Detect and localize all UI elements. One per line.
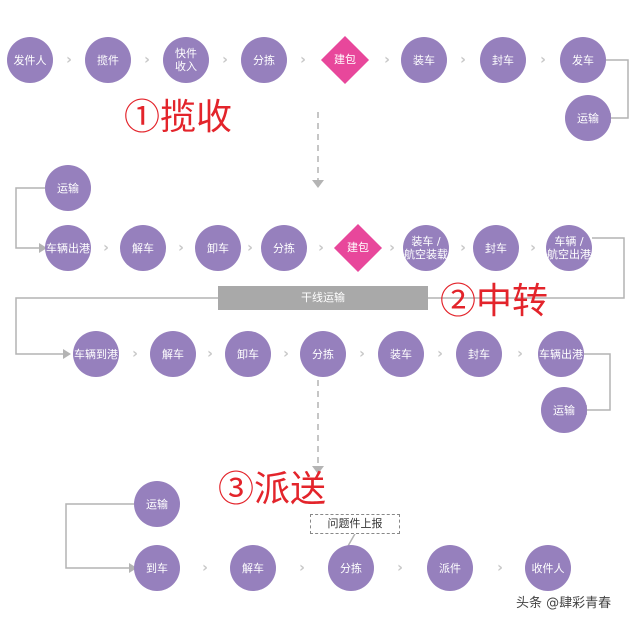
node-seal: 封车 [480,37,526,83]
chevron-right-icon: › [178,240,184,256]
node-transport-out: 运输 [541,387,587,433]
chevron-right-icon: › [283,346,289,362]
node-sort-2: 分拣 [300,331,346,377]
node-transport-collect: 运输 [565,95,611,141]
node-seal-2: 封车 [456,331,502,377]
node-transport-in: 运输 [45,165,91,211]
node-unseal-3: 解车 [230,545,276,591]
chevron-right-icon: › [202,560,208,576]
stage-title-transfer: ②中转 [440,281,549,322]
node-transport-delivery: 运输 [134,481,180,527]
node-arrive: 到车 [134,545,180,591]
node-pickup: 揽件 [85,37,131,83]
trunk-transport-bar: 干线运输 [218,286,428,310]
node-vehicle-depart-2: 车辆出港 [538,331,584,377]
node-seal-transfer: 封车 [473,225,519,271]
chevron-right-icon: › [460,52,466,68]
stage-title-collect: ①揽收 [124,97,233,138]
chevron-right-icon: › [397,560,403,576]
node-unseal: 解车 [120,225,166,271]
stage-title-delivery: ③派送 [218,469,327,510]
node-sender: 发件人 [7,37,53,83]
chevron-right-icon: › [132,346,138,362]
node-unseal-2: 解车 [150,331,196,377]
diamond-label-bagging: 建包 [334,53,356,66]
chevron-right-icon: › [318,240,324,256]
chevron-right-icon: › [247,240,253,256]
node-load: 装车 [401,37,447,83]
chevron-right-icon: › [460,240,466,256]
node-recipient: 收件人 [525,545,571,591]
chevron-right-icon: › [207,346,213,362]
issue-report-tag: 问题件上报 [310,514,400,534]
node-deliver: 派件 [427,545,473,591]
chevron-right-icon: › [384,52,390,68]
node-vehicle-depart: 车辆出港 [45,225,91,271]
chevron-right-icon: › [389,240,395,256]
chevron-right-icon: › [66,52,72,68]
node-vehicle-arrive: 车辆到港 [73,331,119,377]
chevron-right-icon: › [300,52,306,68]
node-sort-transfer: 分拣 [261,225,307,271]
chevron-right-icon: › [222,52,228,68]
chevron-right-icon: › [144,52,150,68]
node-sort-3: 分拣 [328,545,374,591]
node-unload-2: 卸车 [225,331,271,377]
node-vehicle-air-depart: 车辆 / 航空出港 [546,225,592,271]
node-dispatch: 发车 [560,37,606,83]
chevron-right-icon: › [497,560,503,576]
node-parcel-intake: 快件 收入 [163,37,209,83]
node-load-2: 装车 [378,331,424,377]
chevron-right-icon: › [299,560,305,576]
watermark: 头条 @肆彩青春 [516,596,612,611]
chevron-right-icon: › [517,346,523,362]
node-unload: 卸车 [195,225,241,271]
chevron-right-icon: › [437,346,443,362]
chevron-right-icon: › [103,240,109,256]
chevron-right-icon: › [530,240,536,256]
chevron-right-icon: › [540,52,546,68]
chevron-right-icon: › [359,346,365,362]
diamond-label-bagging-transfer: 建包 [347,241,369,254]
node-load-air: 装车 / 航空装载 [403,225,449,271]
node-sort: 分拣 [241,37,287,83]
